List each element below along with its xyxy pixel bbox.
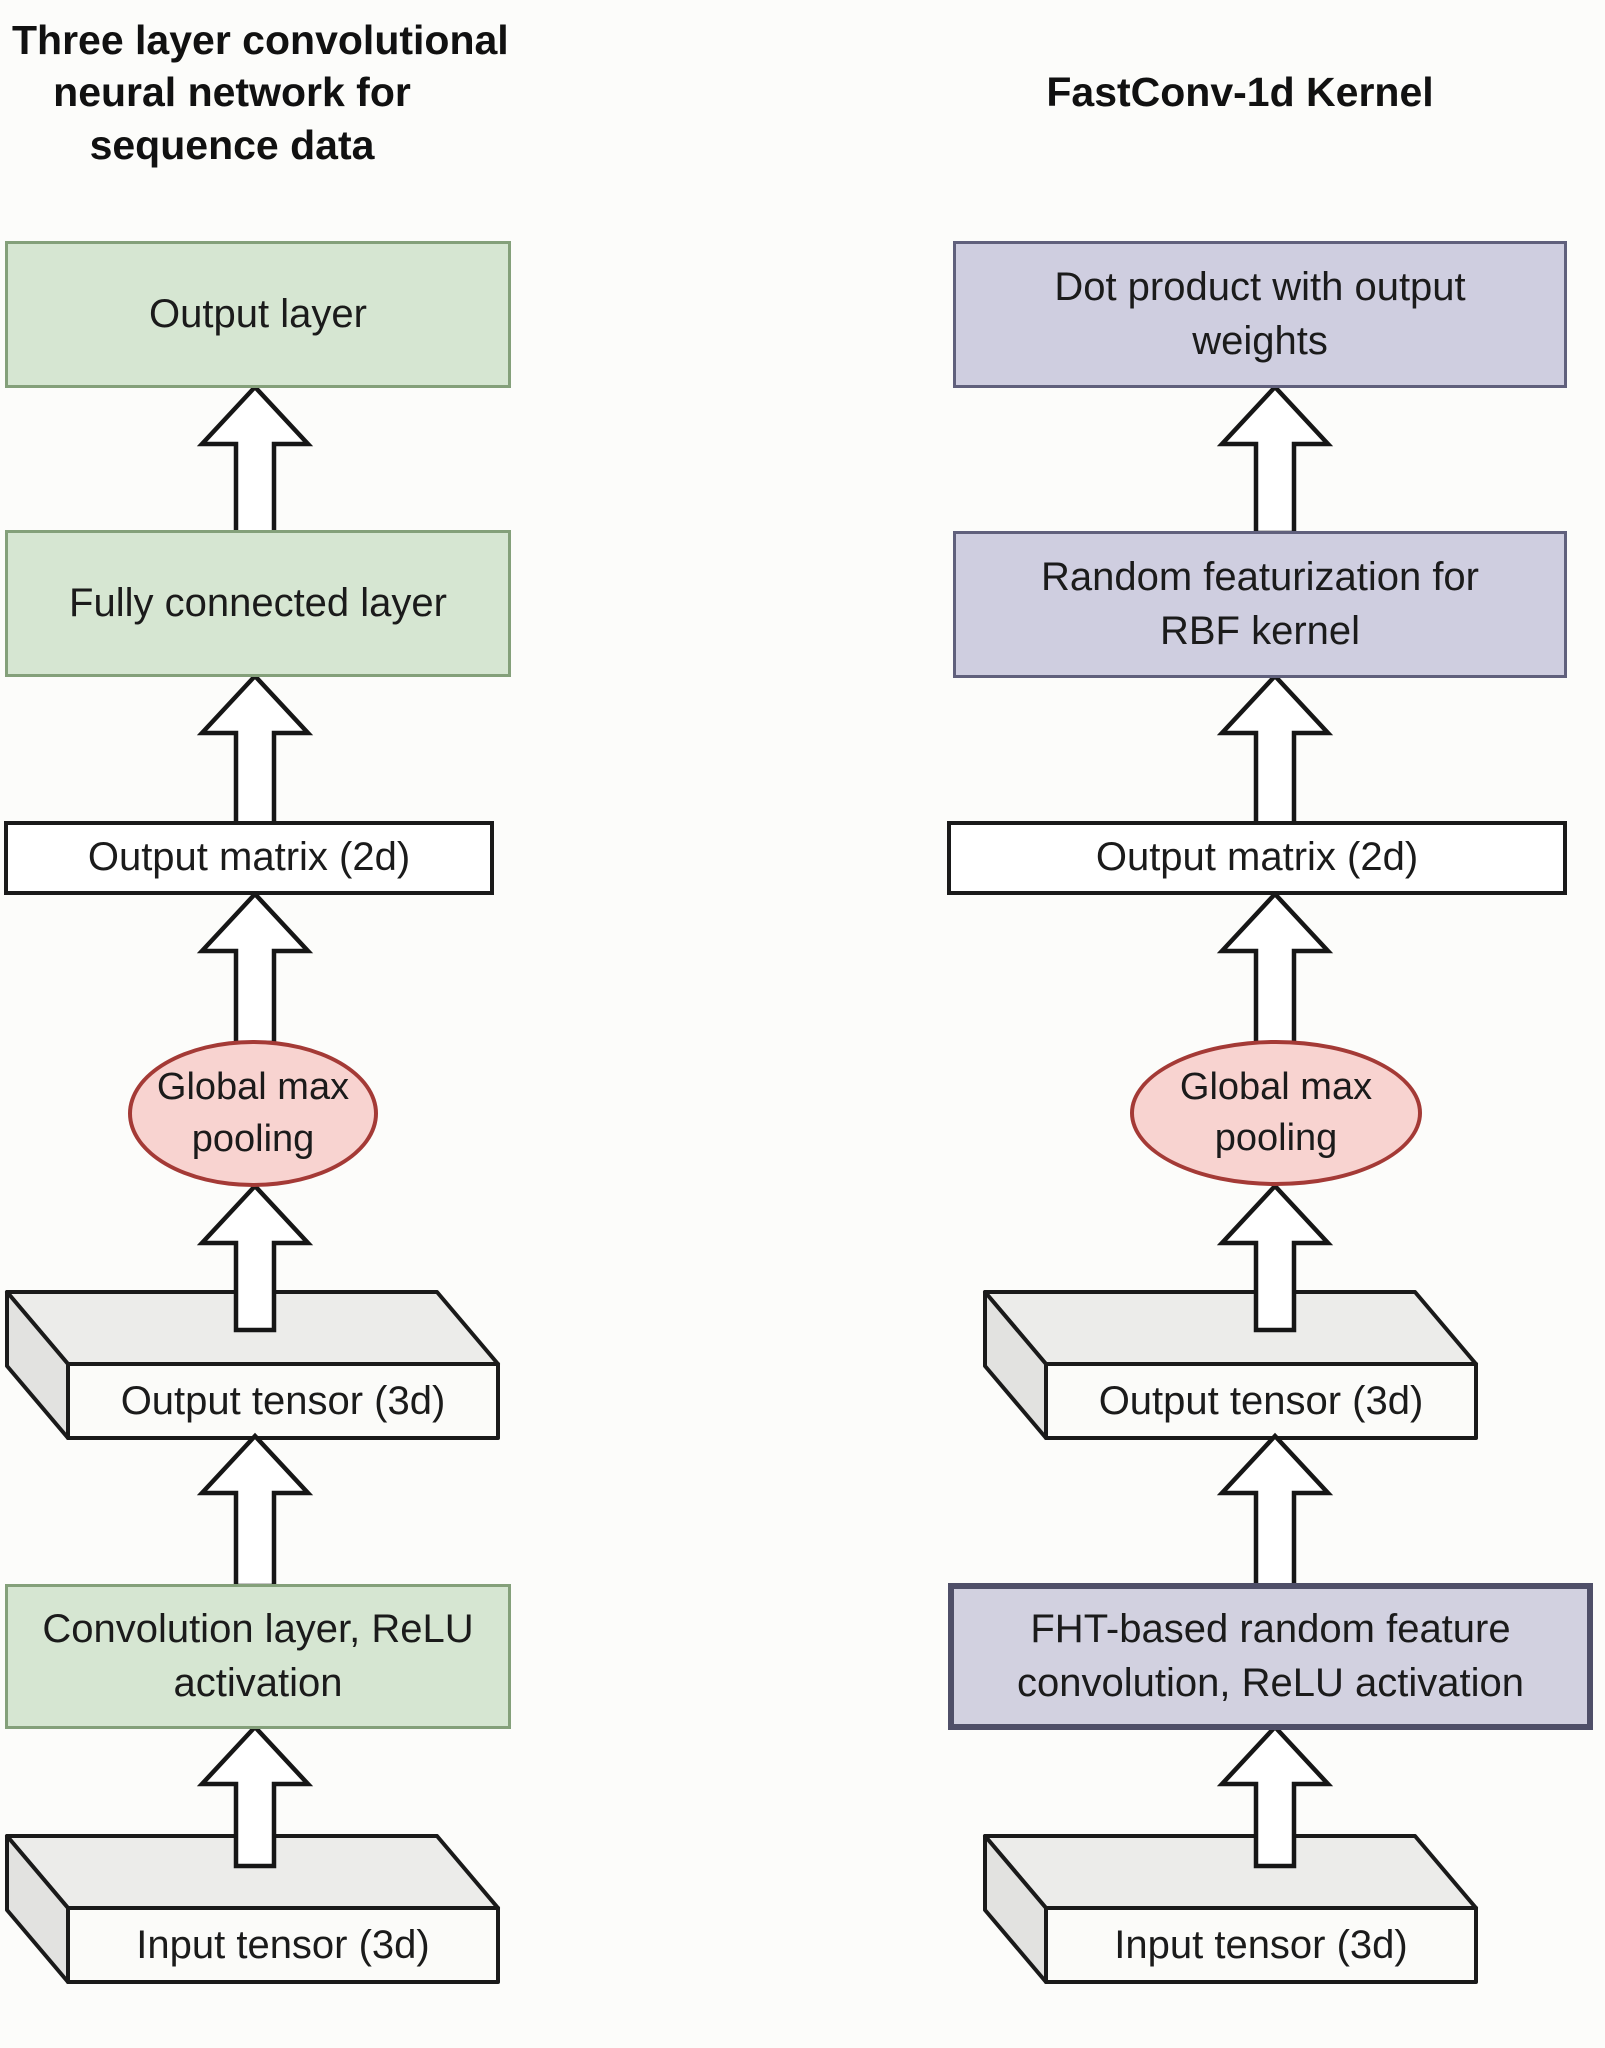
node-label: Global max [156,1066,350,1109]
input-tensor-3d-shape-left [5,1834,500,1984]
node-output-layer: Output layer [5,241,511,388]
node-label: Input tensor (3d) [136,1922,430,1967]
up-arrow-icon [1216,1182,1334,1333]
node-fully-connected-layer: Fully connected layer [5,530,511,677]
node-label: Input tensor (3d) [1114,1922,1408,1967]
node-global-max-pooling-right: Global max pooling [1130,1040,1422,1186]
node-label: activation [173,1660,343,1705]
up-arrow-icon [196,1182,314,1333]
node-label: Dot product with output [1054,265,1466,310]
output-tensor-3d-shape-right [983,1290,1478,1440]
node-label: Random featurization for [1040,555,1479,600]
node-label: RBF kernel [1159,608,1361,653]
up-arrow-icon [196,672,314,827]
up-arrow-icon [1216,672,1334,827]
up-arrow-icon [196,383,314,536]
node-label: pooling [191,1117,315,1160]
node-label: Output matrix (2d) [87,835,411,880]
node-label: Output matrix (2d) [1095,835,1419,880]
right-column-title: FastConv-1d Kernel [940,66,1540,118]
node-label: FHT-based random feature [1030,1607,1511,1652]
node-output-tensor-left-label: Output tensor (3d) [68,1364,498,1438]
node-output-matrix-right: Output matrix (2d) [947,821,1567,895]
node-fht-convolution: FHT-based random feature convolution, Re… [948,1583,1593,1730]
right-title-line: FastConv-1d Kernel [1046,69,1434,115]
up-arrow-icon [1216,1723,1334,1869]
left-title-line: neural network for [53,69,411,116]
node-dot-product: Dot product with output weights [953,241,1567,388]
node-label: convolution, ReLU activation [1017,1660,1524,1705]
node-label: Output tensor (3d) [120,1378,446,1423]
left-column-title: Three layer convolutional neural network… [12,14,509,171]
up-arrow-icon [196,890,314,1046]
node-input-tensor-right-label: Input tensor (3d) [1046,1908,1476,1982]
up-arrow-icon [1216,890,1334,1046]
node-label: Global max [1179,1065,1373,1108]
node-label: Convolution layer, ReLU [42,1607,474,1652]
input-tensor-3d-shape-right [983,1834,1478,1984]
node-output-matrix-left: Output matrix (2d) [4,821,494,895]
node-output-tensor-right-label: Output tensor (3d) [1046,1364,1476,1438]
left-title-line: sequence data [89,121,375,168]
node-label: Output layer [149,291,367,336]
left-title-line: Three layer convolutional [12,17,509,63]
node-convolution-layer: Convolution layer, ReLU activation [5,1584,511,1729]
up-arrow-icon [1216,383,1334,536]
node-random-featurization: Random featurization for RBF kernel [953,531,1567,678]
up-arrow-icon [196,1432,314,1589]
node-label: weights [1192,318,1328,363]
node-label: Output tensor (3d) [1098,1378,1424,1423]
node-label: pooling [1214,1117,1338,1159]
node-input-tensor-left-label: Input tensor (3d) [68,1908,498,1982]
up-arrow-icon [1216,1432,1334,1589]
node-label: Fully connected layer [69,580,447,625]
up-arrow-icon [196,1723,314,1869]
node-global-max-pooling-left: Global max pooling [128,1040,378,1187]
